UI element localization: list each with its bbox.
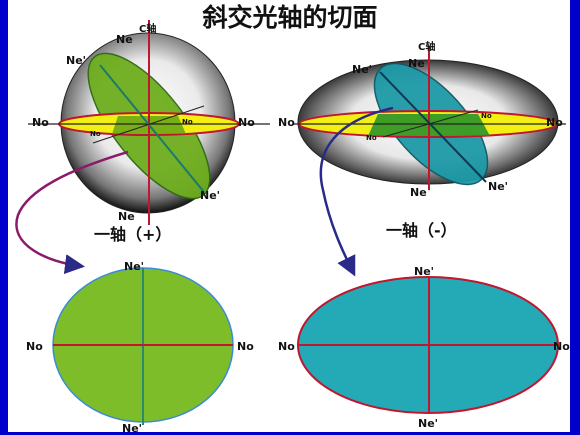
diagonal-axis-line-right — [382, 109, 479, 138]
ne-top-label: Ne — [116, 33, 133, 46]
ne-prime-top-label: Ne' — [66, 54, 86, 67]
left-arrow — [15, 150, 129, 275]
ne-prime-axis-line — [99, 64, 205, 193]
ne-prime-axis-line-right — [379, 71, 487, 183]
no-right-label: No — [238, 116, 255, 129]
flat-no-right-right: No — [553, 340, 570, 353]
ne-prime-top-label-right: Ne' — [352, 63, 372, 76]
no-left-label: No — [32, 116, 49, 129]
flat-ne-prime-bottom: Ne' — [122, 422, 142, 432]
positive-section-view: Ne' No No Ne' — [26, 260, 254, 432]
diagonal-axis-line — [92, 105, 205, 144]
flat-no-left-right: No — [278, 340, 295, 353]
ne-top-label-right: Ne — [408, 57, 425, 70]
no-inner-left-label: No — [90, 130, 101, 138]
no-inner-right-label-right: No — [481, 112, 492, 120]
positive-indicatrix: C轴 Ne Ne' No No No No Ne' Ne — [28, 20, 270, 225]
no-inner-right-label: No — [182, 118, 193, 126]
page-title: 斜交光轴的切面 — [201, 3, 377, 32]
right-caption: 一轴（-） — [386, 221, 457, 240]
flat-ne-prime-bottom-right: Ne' — [418, 417, 438, 430]
optical-indicatrix-diagram: 斜交光轴的切面 C轴 Ne Ne' No No No No Ne' Ne 一轴（… — [15, 3, 570, 432]
no-left-label-right: No — [278, 116, 295, 129]
c-axis-label-right: C轴 — [418, 40, 435, 53]
negative-section-view: Ne' No No Ne' — [278, 265, 570, 430]
negative-indicatrix: C轴 Ne Ne' No No No No Ne' Ne — [278, 40, 566, 199]
c-axis-label: C轴 — [139, 22, 156, 35]
flat-ne-prime-top: Ne' — [124, 260, 144, 273]
left-caption: 一轴（+） — [94, 225, 171, 244]
no-inner-left-label-right: No — [366, 134, 377, 142]
diagram-frame: 斜交光轴的切面 C轴 Ne Ne' No No No No Ne' Ne 一轴（… — [8, 0, 570, 432]
right-arrow — [319, 106, 394, 277]
ne-bottom-label-right: Ne — [410, 186, 427, 199]
ne-bottom-label: Ne — [118, 210, 135, 223]
ne-prime-bottom-label-right: Ne' — [488, 180, 508, 193]
ne-prime-bottom-label: Ne' — [200, 189, 220, 202]
no-right-label-right: No — [546, 116, 563, 129]
flat-ne-prime-top-right: Ne' — [414, 265, 434, 278]
flat-no-left: No — [26, 340, 43, 353]
flat-no-right: No — [237, 340, 254, 353]
